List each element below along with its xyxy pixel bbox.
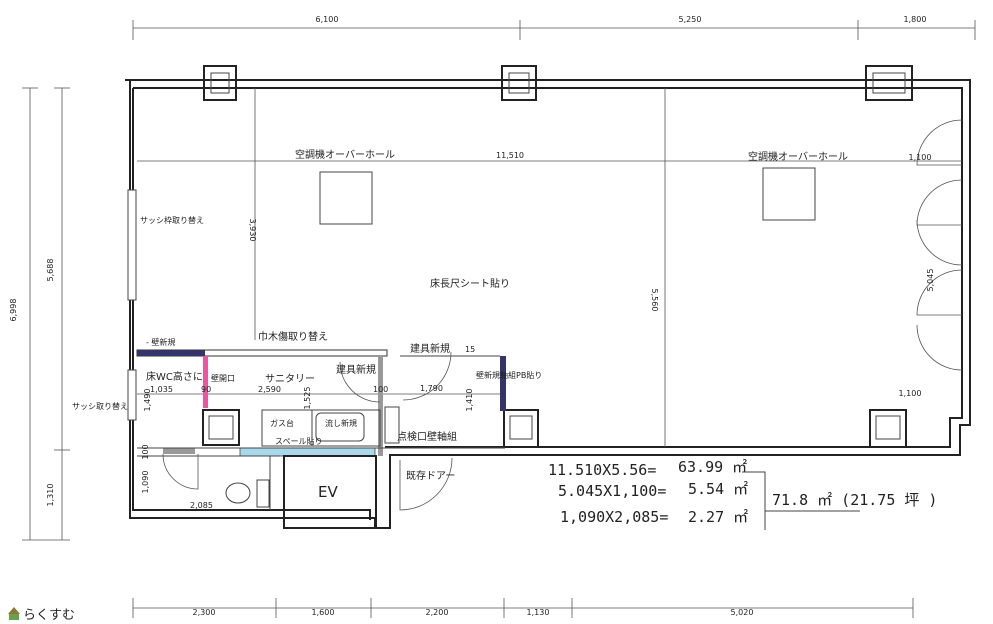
dim-sanitary-height: 1,525 (303, 387, 312, 410)
logo: らくすむ (8, 607, 75, 623)
wall-opening-pink (203, 356, 208, 408)
dim-right-height: 5,045 (926, 269, 935, 292)
label-fixture-new-top: 建具新規 (410, 342, 450, 355)
area-calculation: 11.510X5.56= 63.99 ㎡ 5.045X1,100= 5.54 ㎡… (548, 458, 937, 530)
interior-walls (136, 349, 506, 529)
ac-unit-right (762, 167, 816, 221)
label-new-wall: - 壁新規 (146, 337, 175, 347)
label-panel: スペール貼り (275, 436, 322, 446)
interior-doors (162, 351, 453, 511)
area-formula-3: 1,090X2,085= (560, 508, 668, 526)
dim-bottom-5: 5,020 (731, 608, 754, 617)
logo-text: らくすむ (23, 608, 75, 623)
dim-door-width: 1,790 (420, 384, 443, 393)
area-formula-1: 11.510X5.56= (548, 461, 656, 479)
area-value-2: 5.54 ㎡ (688, 480, 748, 498)
dim-left-height: 3,930 (248, 219, 257, 242)
dim-small: 15 (465, 345, 475, 354)
house-icon (8, 607, 20, 614)
label-sash-replace-2: サッシ取り替え (72, 401, 128, 411)
columns (202, 65, 913, 448)
dim-top-3: 1,800 (904, 15, 927, 24)
label-fixture-new: 建具新規 (336, 363, 376, 376)
label-existing-door: 既存ドアー (406, 469, 455, 482)
dim-bottom-1: 2,300 (193, 608, 216, 617)
area-formula-2: 5.045X1,100= (558, 482, 666, 500)
dim-left-small: 1,490 (143, 389, 152, 412)
label-ac-left: 空調機オーバーホール (295, 148, 395, 161)
label-wc-floor: 床WC高さに (146, 370, 203, 383)
dim-wc-depth: 1,090 (141, 471, 150, 494)
dim-left-total: 6,998 (9, 299, 18, 322)
dim-wc-gap: 100 (141, 444, 150, 459)
label-new-wall-pb: 壁新規軸組PB貼り (476, 370, 542, 380)
dim-opening: 90 (201, 385, 211, 394)
label-floor-sheet: 床長尺シート貼り (430, 277, 510, 290)
dim-right-top: 1,100 (909, 153, 932, 162)
ac-unit-left (319, 171, 373, 225)
left-dimensions: 6,998 5,688 1,310 (9, 87, 70, 541)
label-baseboard: 巾木傷取り替え (258, 330, 328, 343)
label-inspection: 点検口壁軸組 (397, 430, 457, 443)
dim-top-2: 5,250 (679, 15, 702, 24)
toilet (225, 482, 251, 504)
dim-right-bottom: 1,100 (899, 389, 922, 398)
sink (315, 412, 365, 442)
label-ev: EV (318, 483, 338, 501)
dim-height-main: 5,560 (650, 289, 659, 312)
dim-bottom-2: 1,600 (312, 608, 335, 617)
outer-walls (125, 79, 971, 529)
dim-top-1: 6,100 (316, 15, 339, 24)
label-sash-replace: サッシ枠取り替え (140, 215, 204, 225)
guide-lines (137, 88, 962, 447)
label-sink: 流し新規 (325, 418, 357, 428)
dim-bottom-4: 1,130 (527, 608, 550, 617)
dim-wc-width: 1,035 (150, 385, 173, 394)
dim-left-lower: 1,310 (46, 484, 55, 507)
dim-door-gap: 100 (373, 385, 388, 394)
bottom-dimensions: 2,300 1,600 2,200 1,130 5,020 (132, 598, 914, 618)
dim-width-main: 11,510 (496, 151, 524, 160)
label-ac-right: 空調機オーバーホール (748, 150, 848, 163)
dim-door-height: 1,410 (465, 389, 474, 412)
area-value-3: 2.27 ㎡ (688, 508, 748, 526)
dim-sanitary-width: 2,590 (258, 385, 281, 394)
dim-left-main: 5,688 (46, 259, 55, 282)
panel-blue (239, 447, 376, 457)
label-gas: ガス台 (270, 418, 294, 428)
area-total: 71.8 ㎡ (21.75 坪 ) (772, 491, 937, 509)
dim-bottom-3: 2,200 (426, 608, 449, 617)
top-dimensions: 6,100 5,250 1,800 (132, 15, 976, 40)
label-wall-opening: 壁開口 (211, 373, 235, 383)
area-value-1: 63.99 ㎡ (678, 458, 747, 476)
label-sanitary: サニタリー (265, 373, 315, 385)
right-doors (916, 119, 963, 371)
dim-wc-length: 2,085 (190, 501, 213, 510)
new-wall-navy (137, 350, 205, 356)
